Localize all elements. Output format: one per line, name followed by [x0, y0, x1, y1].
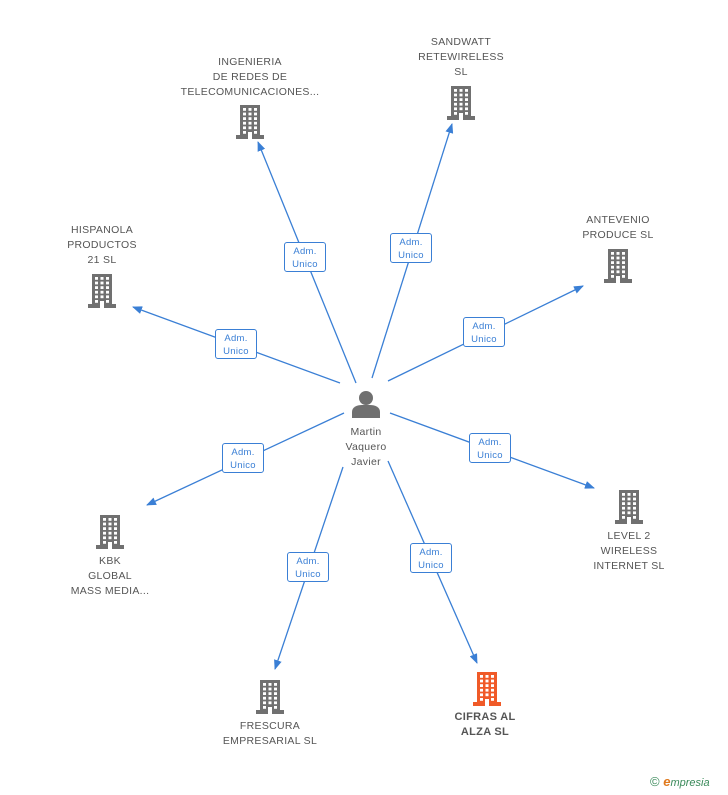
person-label-line: Vaquero	[345, 441, 387, 453]
role-badge-antevenio: Adm. Unico	[463, 317, 505, 347]
building-icon	[473, 672, 501, 706]
copyright-symbol: ©	[650, 774, 660, 789]
role-text: Unico	[398, 250, 424, 261]
company-label-cifras-line: CIFRAS AL	[454, 711, 516, 723]
company-label-antevenio-line: PRODUCE SL	[582, 229, 654, 241]
company-label-sandwatt[interactable]: SANDWATT RETEWIRELESS SL	[381, 35, 541, 80]
role-badge-level2: Adm. Unico	[469, 433, 511, 463]
company-label-hispanola[interactable]: HISPANOLA PRODUCTOS 21 SL	[22, 223, 182, 268]
person-label-line: Javier	[351, 456, 381, 468]
company-label-cifras[interactable]: CIFRAS AL ALZA SL	[405, 710, 565, 740]
company-label-hispanola-line: HISPANOLA	[70, 224, 134, 236]
building-icon	[615, 490, 643, 524]
role-text: Unico	[471, 334, 497, 345]
company-node-cifras[interactable]	[473, 672, 501, 711]
role-text: Adm.	[478, 437, 502, 448]
building-icon	[604, 249, 632, 283]
company-node-sandwatt[interactable]	[447, 86, 475, 125]
brand-logo-text: mpresia	[670, 777, 710, 789]
role-badge-sandwatt: Adm. Unico	[390, 233, 432, 263]
company-label-ingenieria-line: INGENIERIA	[218, 56, 282, 68]
role-text: Adm.	[224, 333, 248, 344]
company-label-hispanola-line: PRODUCTOS	[67, 239, 137, 251]
building-icon	[88, 274, 116, 308]
brand-logo-initial: e	[663, 774, 671, 789]
company-label-kbk[interactable]: KBK GLOBAL MASS MEDIA...	[30, 554, 190, 599]
company-label-antevenio[interactable]: ANTEVENIO PRODUCE SL	[538, 213, 698, 243]
company-label-level2[interactable]: LEVEL 2 WIRELESS INTERNET SL	[549, 529, 709, 574]
company-label-frescura-line: FRESCURA	[239, 720, 301, 732]
company-node-antevenio[interactable]	[604, 249, 632, 288]
role-text: Unico	[418, 560, 444, 571]
role-badge-frescura: Adm. Unico	[287, 552, 329, 582]
company-label-sandwatt-line: SL	[454, 66, 468, 78]
building-icon	[96, 515, 124, 549]
role-text: Unico	[477, 450, 503, 461]
role-text: Adm.	[472, 321, 496, 332]
role-text: Adm.	[419, 547, 443, 558]
role-text: Adm.	[296, 556, 320, 567]
company-label-kbk-line: MASS MEDIA...	[70, 585, 150, 597]
company-label-frescura-line: EMPRESARIAL SL	[222, 735, 318, 747]
role-text: Adm.	[399, 237, 423, 248]
company-label-ingenieria[interactable]: INGENIERIA DE REDES DE TELECOMUNICACIONES.…	[170, 55, 330, 100]
role-text: Unico	[292, 259, 318, 270]
building-icon	[256, 680, 284, 714]
role-text: Adm.	[293, 246, 317, 257]
company-label-level2-line: LEVEL 2	[607, 530, 651, 542]
brand-footer: © empresia	[650, 774, 710, 789]
person-icon	[352, 391, 380, 418]
company-node-hispanola[interactable]	[88, 274, 116, 313]
company-label-level2-line: WIRELESS	[600, 545, 658, 557]
company-label-kbk-line: GLOBAL	[88, 570, 132, 582]
company-label-sandwatt-line: SANDWATT	[430, 36, 492, 48]
company-label-ingenieria-line: DE REDES DE	[212, 71, 288, 83]
company-label-kbk-line: KBK	[99, 555, 121, 567]
person-label-line: Martin	[350, 426, 382, 438]
person-node[interactable]	[351, 390, 381, 423]
company-node-ingenieria[interactable]	[236, 105, 264, 144]
role-text: Unico	[295, 569, 321, 580]
role-badge-hispanola: Adm. Unico	[215, 329, 257, 359]
company-label-antevenio-line: ANTEVENIO	[586, 214, 650, 226]
company-node-level2[interactable]	[615, 490, 643, 529]
role-text: Unico	[223, 346, 249, 357]
company-label-hispanola-line: 21 SL	[87, 254, 117, 266]
company-node-kbk[interactable]	[96, 515, 124, 554]
role-text: Unico	[230, 460, 256, 471]
company-label-cifras-line: ALZA SL	[460, 726, 510, 738]
company-node-frescura[interactable]	[256, 680, 284, 719]
company-label-ingenieria-line: TELECOMUNICACIONES...	[180, 86, 320, 98]
company-label-frescura[interactable]: FRESCURA EMPRESARIAL SL	[190, 719, 350, 749]
role-text: Adm.	[231, 447, 255, 458]
role-badge-ingenieria: Adm. Unico	[284, 242, 326, 272]
company-label-level2-line: INTERNET SL	[593, 560, 665, 572]
company-label-sandwatt-line: RETEWIRELESS	[418, 51, 504, 63]
building-icon	[447, 86, 475, 120]
role-badge-cifras: Adm. Unico	[410, 543, 452, 573]
role-badge-kbk: Adm. Unico	[222, 443, 264, 473]
building-icon	[236, 105, 264, 139]
